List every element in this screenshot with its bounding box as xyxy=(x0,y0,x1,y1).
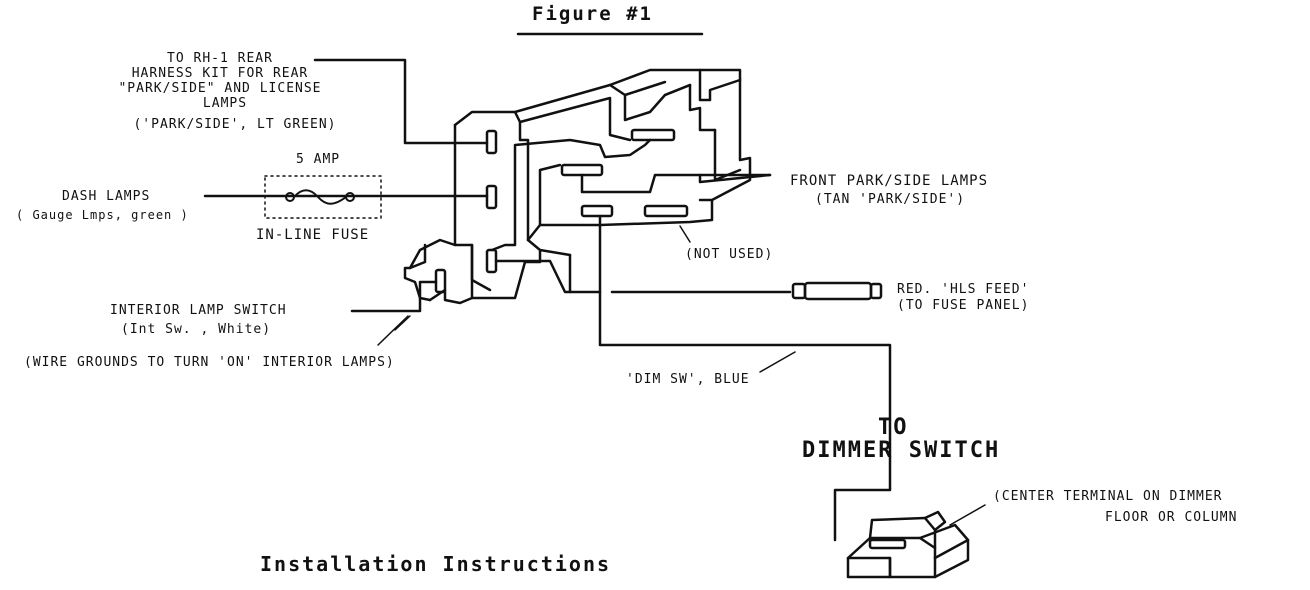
center-terminal-label: (CENTER TERMINAL ON DIMMER xyxy=(993,489,1223,504)
wire-grounds-label: (WIRE GROUNDS TO TURN 'ON' INTERIOR LAMP… xyxy=(24,355,395,370)
leader-interior-switch xyxy=(395,316,410,330)
dash-lamps-label: DASH LAMPS xyxy=(62,189,151,204)
terminal-dash xyxy=(487,186,496,208)
terminal-center xyxy=(562,165,602,175)
wire-interior-switch xyxy=(352,282,436,311)
wire-hls-feed xyxy=(496,261,600,292)
rear-harness-line-2: HARNESS KIT FOR REAR xyxy=(131,66,309,81)
rear-harness-line-5: ('PARK/SIDE', LT GREEN) xyxy=(133,117,337,132)
interior-switch-sub: (Int Sw. , White) xyxy=(121,322,272,337)
fuse-amp-label: 5 AMP xyxy=(296,152,341,167)
fuse-element xyxy=(294,190,346,204)
rear-harness-line-3: "PARK/SIDE" AND LICENSE xyxy=(118,81,322,96)
to-label: TO xyxy=(878,415,909,440)
wire-dim-switch xyxy=(600,216,890,540)
inline-fuse-label: IN-LINE FUSE xyxy=(256,227,370,243)
not-used-label: (NOT USED) xyxy=(685,247,774,262)
inline-fuse-box xyxy=(265,176,381,218)
dim-sw-label: 'DIM SW', BLUE xyxy=(626,372,750,387)
rear-harness-line-4: LAMPS xyxy=(202,96,248,111)
switch-connector xyxy=(405,70,750,303)
figure-title: Figure #1 xyxy=(532,3,653,25)
front-park-label: FRONT PARK/SIDE LAMPS xyxy=(790,173,989,189)
front-park-sub: (TAN 'PARK/SIDE') xyxy=(815,192,966,207)
leader-wire-grounds xyxy=(378,316,408,345)
hls-connector-right xyxy=(871,284,881,298)
rear-harness-line-1: TO RH-1 REAR xyxy=(167,51,273,66)
hls-connector-left xyxy=(793,284,805,298)
wire-center-terminal xyxy=(582,175,770,192)
dash-lamps-sub: ( Gauge Lmps, green ) xyxy=(16,208,189,222)
dimmer-switch-label: DIMMER SWITCH xyxy=(802,438,1001,463)
floor-column-label: FLOOR OR COLUMN xyxy=(1105,510,1238,525)
wire-terminal-link xyxy=(492,140,650,250)
footer-title: Installation Instructions xyxy=(260,552,612,576)
hls-feed-sub: (TO FUSE PANEL) xyxy=(897,298,1030,313)
terminal-not-used xyxy=(645,206,687,216)
dimmer-switch-drawing xyxy=(848,512,968,577)
hls-connector-body xyxy=(805,283,871,299)
terminal-hls-feed xyxy=(487,250,496,272)
terminal-rear-park xyxy=(487,131,496,153)
interior-switch-label: INTERIOR LAMP SWITCH xyxy=(110,303,287,318)
leader-dim-sw xyxy=(760,352,795,372)
terminal-interior xyxy=(436,270,445,292)
hls-feed-label: RED. 'HLS FEED' xyxy=(897,282,1030,297)
terminal-top-right xyxy=(632,130,674,140)
leader-not-used xyxy=(680,226,690,242)
leader-center-terminal xyxy=(950,505,985,525)
terminal-dim xyxy=(582,206,612,216)
wire-rear-harness xyxy=(315,60,487,143)
